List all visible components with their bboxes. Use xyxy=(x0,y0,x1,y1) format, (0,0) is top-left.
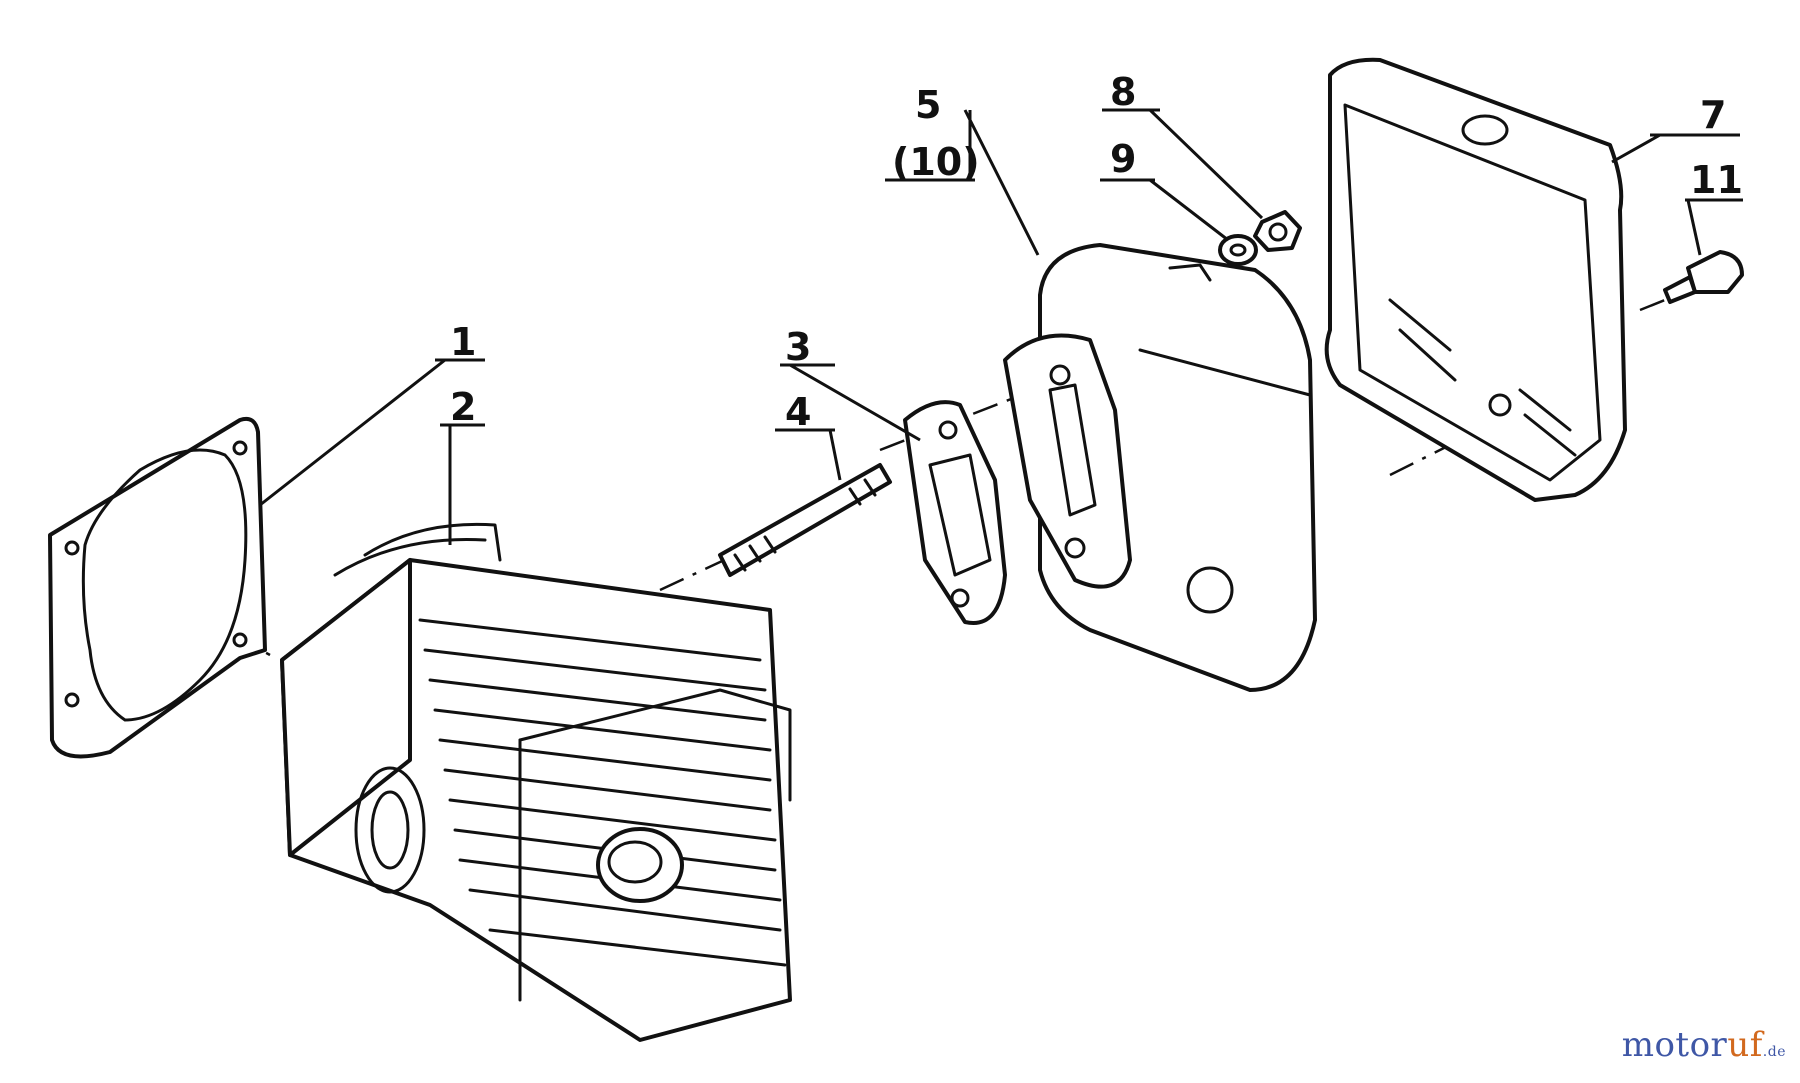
callout-2: 2 xyxy=(450,385,476,429)
callout-8: 8 xyxy=(1110,70,1136,114)
part-5-muffler xyxy=(1003,243,1317,692)
part-7-muffler-cover xyxy=(1324,57,1627,502)
watermark-text-a: motor xyxy=(1621,1025,1728,1065)
callout-10: (10) xyxy=(892,140,980,184)
part-8-nut xyxy=(1253,210,1302,252)
callout-5: 5 xyxy=(915,83,941,127)
watermark-text-b: uf xyxy=(1727,1025,1763,1065)
part-11-screw xyxy=(1663,250,1744,304)
callout-3: 3 xyxy=(785,325,811,369)
part-2-cylinder xyxy=(280,522,792,1042)
callout-1: 1 xyxy=(450,320,476,364)
watermark-tld: .de xyxy=(1762,1044,1786,1060)
callout-4: 4 xyxy=(785,390,811,434)
part-4-stud xyxy=(718,463,892,577)
callout-9: 9 xyxy=(1110,137,1136,181)
leader-lines xyxy=(259,108,1743,545)
callout-7: 7 xyxy=(1700,93,1726,137)
watermark-logo: motoruf.de xyxy=(1622,1025,1786,1065)
callout-11: 11 xyxy=(1690,158,1743,202)
callout-labels: 1 2 3 4 5 (10) 8 9 7 11 xyxy=(450,70,1743,434)
part-3-muffler-gasket xyxy=(903,400,1007,625)
part-1-cylinder-gasket xyxy=(48,416,267,759)
part-9-washer xyxy=(1218,234,1258,266)
